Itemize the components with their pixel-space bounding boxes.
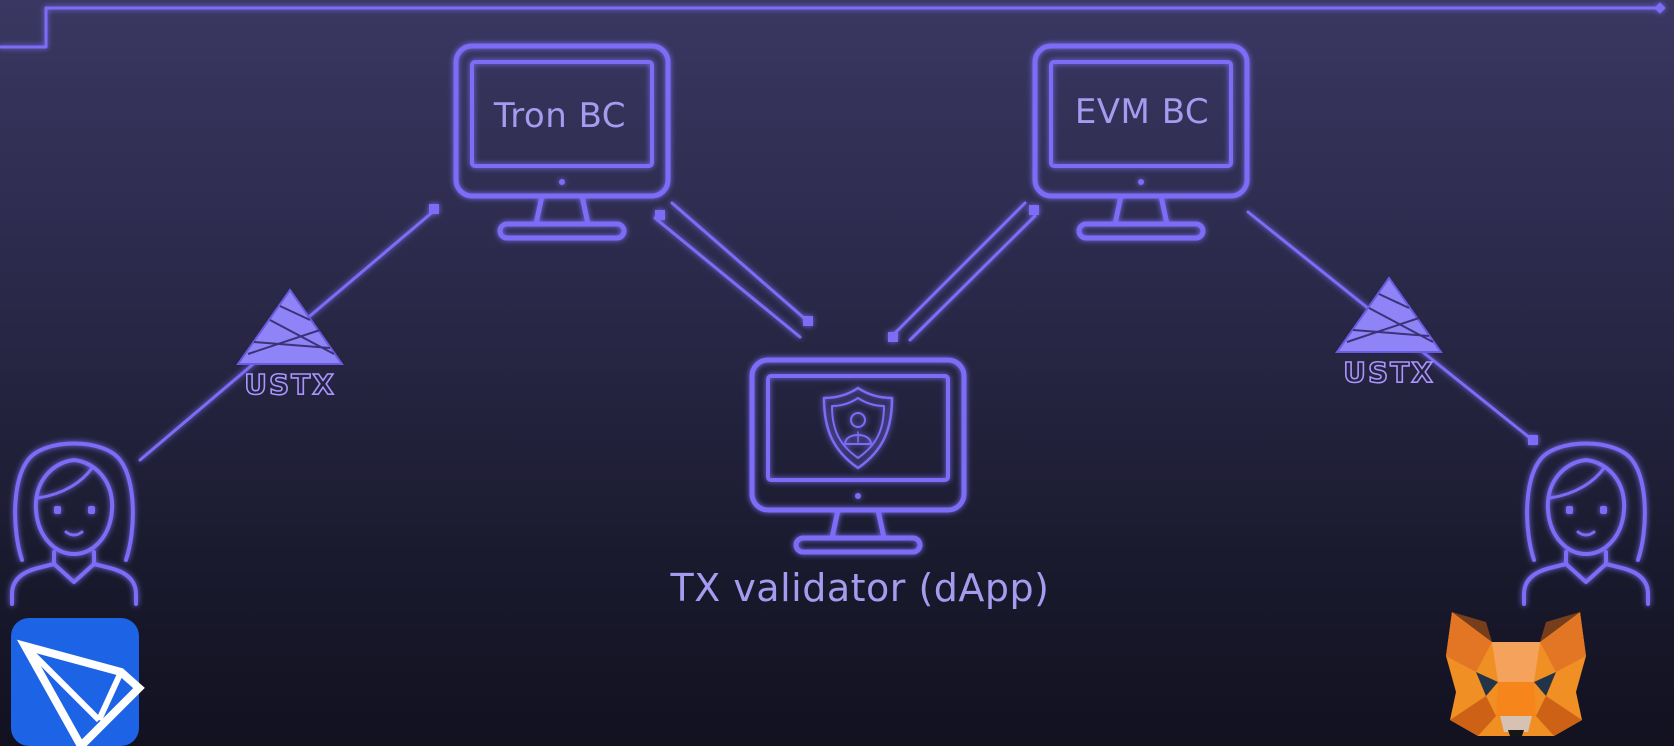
evm-bc-label: EVM BC (1074, 92, 1210, 132)
connector-validator-to-evm (888, 201, 1039, 342)
user-left-avatar-icon (10, 441, 138, 606)
shield-user-icon (822, 386, 894, 470)
evm-bc-monitor (1032, 43, 1250, 241)
metamask-fox-icon (1446, 612, 1586, 736)
tron-logo-icon (11, 618, 145, 746)
ustx-label-right: USTX (1343, 356, 1435, 389)
tron-bc-monitor (453, 43, 671, 241)
ustx-badge-left: USTX (236, 288, 344, 402)
tx-validator-label: TX validator (dApp) (670, 566, 1050, 610)
ustx-badge-right: USTX (1335, 276, 1443, 390)
ustx-label-left: USTX (244, 368, 336, 401)
top-circuit-trace (0, 2, 1666, 49)
connector-tron-to-validator (653, 201, 813, 339)
tron-bc-label: Tron BC (493, 96, 627, 136)
validator-monitor (749, 357, 967, 555)
user-right-avatar-icon (1522, 441, 1650, 606)
